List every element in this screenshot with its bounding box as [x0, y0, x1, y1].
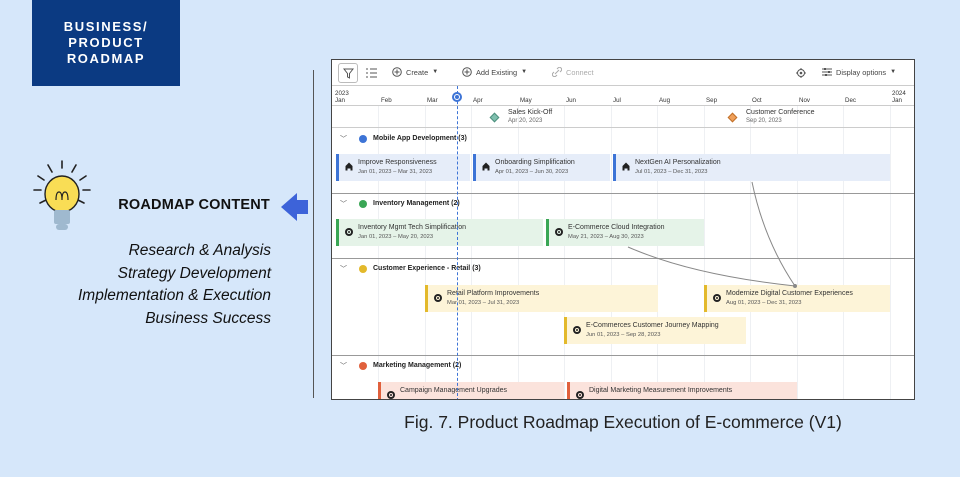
- content-item-strategy: Strategy Development: [117, 264, 271, 282]
- content-item-success: Business Success: [145, 309, 271, 327]
- roadmap-badge: BUSINESS/ PRODUCT ROADMAP: [32, 0, 180, 86]
- connect-label: Connect: [566, 67, 594, 77]
- month-mar: Mar: [427, 97, 438, 104]
- chevron-down-icon[interactable]: ﹀: [340, 363, 347, 370]
- badge-line-3: ROADMAP: [66, 51, 146, 66]
- roadmap-content-list: Research & Analysis Strategy Development…: [30, 240, 271, 330]
- today-marker-icon[interactable]: [452, 92, 462, 102]
- month-dec: Dec: [845, 97, 857, 104]
- sliders-icon: [822, 68, 832, 76]
- add-existing-button[interactable]: Add Existing ▼: [462, 67, 527, 77]
- create-label: Create: [406, 67, 429, 77]
- filter-button[interactable]: [338, 63, 358, 83]
- target-icon: [555, 228, 563, 236]
- group-color-dot: [359, 135, 367, 143]
- chevron-down-icon[interactable]: ﹀: [340, 201, 347, 208]
- group-customer-experience-retail[interactable]: ﹀ Customer Experience - Retail (3): [340, 265, 481, 273]
- target-icon: [573, 326, 581, 334]
- link-icon: [552, 67, 562, 77]
- rocket-icon: [345, 162, 353, 171]
- chevron-down-icon: ▼: [432, 69, 439, 75]
- month-jun: Jun: [566, 97, 576, 104]
- badge-line-2: PRODUCT: [68, 35, 144, 50]
- roadmap-toolbar: Create ▼ Add Existing ▼ Connect Display …: [332, 60, 914, 86]
- add-existing-label: Add Existing: [476, 67, 518, 77]
- target-icon: [713, 294, 721, 302]
- dependency-connectors: [627, 181, 797, 288]
- content-item-implementation: Implementation & Execution: [78, 287, 271, 304]
- group-color-dot: [359, 362, 367, 370]
- roadmap-bar[interactable]: Campaign Management Upgrades: [378, 382, 564, 399]
- chevron-down-icon: ▼: [890, 69, 897, 75]
- group-marketing-management[interactable]: ﹀ Marketing Management (2): [340, 362, 462, 370]
- month-may: May: [520, 97, 532, 104]
- roadmap-bar[interactable]: Digital Marketing Measurement Improvemen…: [567, 382, 797, 399]
- display-options-label: Display options: [836, 67, 887, 77]
- chevron-down-icon[interactable]: ﹀: [340, 266, 347, 273]
- figure-caption: Fig. 7. Product Roadmap Execution of E-c…: [404, 412, 842, 432]
- group-color-dot: [359, 200, 367, 208]
- badge-line-1: BUSINESS/: [63, 19, 149, 34]
- month-sep: Sep: [706, 97, 718, 104]
- chevron-down-icon: ▼: [521, 69, 528, 75]
- chevron-down-icon[interactable]: ﹀: [340, 136, 347, 143]
- today-marker-line: [457, 86, 458, 399]
- target-icon: [576, 391, 584, 399]
- target-icon: [345, 228, 353, 236]
- target-icon: [387, 391, 395, 399]
- light-bulb-icon: [33, 160, 91, 230]
- rocket-icon: [482, 162, 490, 171]
- month-oct: Oct: [752, 97, 762, 104]
- separator-line: [313, 70, 314, 398]
- arrow-left-icon: [281, 193, 308, 221]
- group-mobile-app-development[interactable]: ﹀ Mobile App Development (3): [340, 135, 467, 143]
- group-inventory-management[interactable]: ﹀ Inventory Management (2): [340, 200, 460, 208]
- plus-circle-icon: [462, 67, 472, 77]
- rocket-icon: [622, 162, 630, 171]
- filter-icon: [343, 68, 354, 79]
- display-options-button[interactable]: Display options ▼: [822, 67, 896, 77]
- content-item-research: Research & Analysis: [128, 242, 271, 259]
- group-color-dot: [359, 265, 367, 273]
- connect-button[interactable]: Connect: [552, 67, 594, 77]
- roadmap-screenshot: Create ▼ Add Existing ▼ Connect Display …: [331, 59, 915, 400]
- target-icon[interactable]: [796, 68, 806, 78]
- create-button[interactable]: Create ▼: [392, 67, 438, 77]
- month-feb: Feb: [381, 97, 392, 104]
- roadmap-content-title: ROADMAP CONTENT: [118, 197, 270, 213]
- target-icon: [434, 294, 442, 302]
- plus-circle-icon: [392, 67, 402, 77]
- month-nov: Nov: [799, 97, 811, 104]
- month-apr: Apr: [473, 97, 483, 104]
- list-icon[interactable]: [366, 68, 377, 78]
- month-jul: Jul: [613, 97, 621, 104]
- month-aug: Aug: [659, 97, 671, 104]
